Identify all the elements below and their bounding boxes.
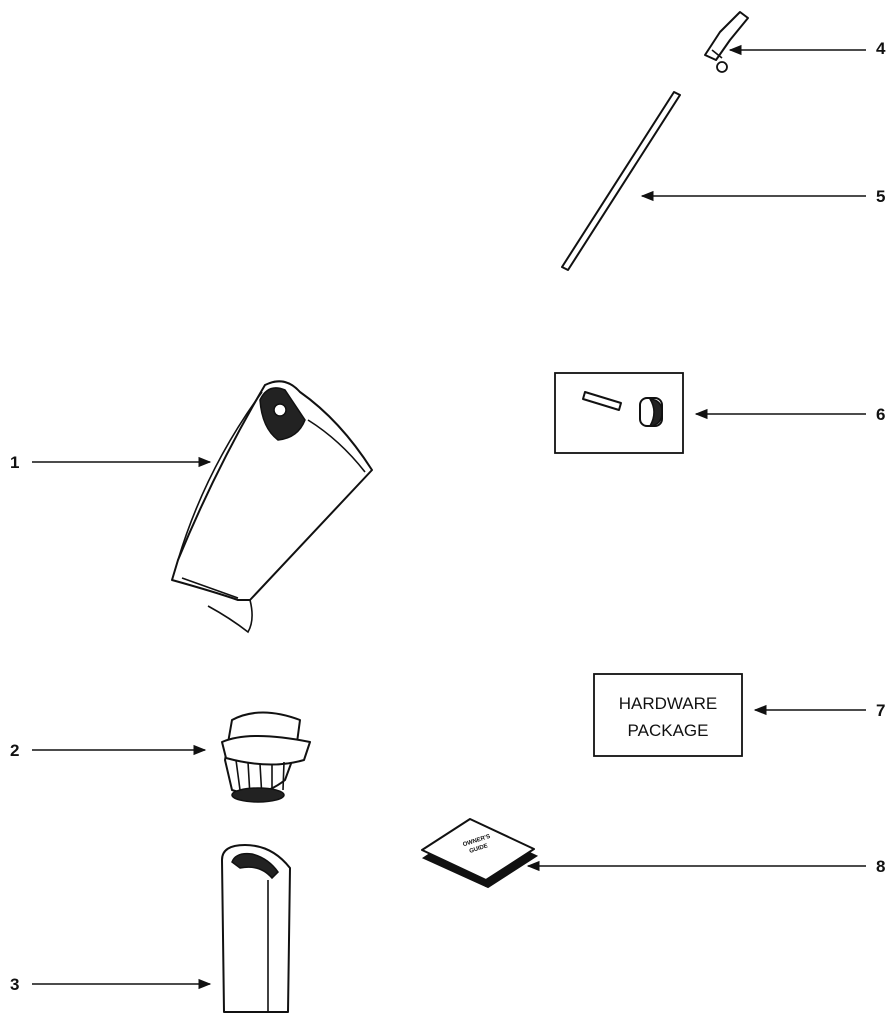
- hardware-box-line2: PACKAGE: [628, 721, 709, 740]
- callout-4: 4: [728, 39, 886, 58]
- svg-text:5: 5: [876, 187, 885, 206]
- part-2-filter: [221, 711, 311, 803]
- svg-text:8: 8: [876, 857, 885, 876]
- svg-text:4: 4: [876, 39, 886, 58]
- part-1-bag: [171, 380, 373, 634]
- manual-title-line2: GUIDE: [469, 843, 489, 855]
- part-8-manual: OWNER'S GUIDE: [421, 818, 539, 889]
- callout-8: 8: [526, 857, 885, 876]
- callout-7: 7: [753, 701, 885, 720]
- svg-text:3: 3: [10, 975, 19, 994]
- part-6-kit: [554, 372, 684, 454]
- part-4-connector: [704, 11, 749, 73]
- callout-5: 5: [640, 187, 885, 206]
- hardware-box-line1: HARDWARE: [619, 694, 718, 713]
- svg-text:7: 7: [876, 701, 885, 720]
- part-5-rod: [561, 91, 681, 271]
- callout-1: 1: [10, 453, 212, 472]
- callout-6: 6: [694, 405, 885, 424]
- svg-text:6: 6: [876, 405, 885, 424]
- part-3-holder: [221, 844, 291, 1013]
- callout-3: 3: [10, 975, 212, 994]
- callout-2: 2: [10, 741, 207, 760]
- svg-text:2: 2: [10, 741, 19, 760]
- svg-text:1: 1: [10, 453, 19, 472]
- part-7-hardware-package: HARDWARE PACKAGE: [593, 673, 743, 757]
